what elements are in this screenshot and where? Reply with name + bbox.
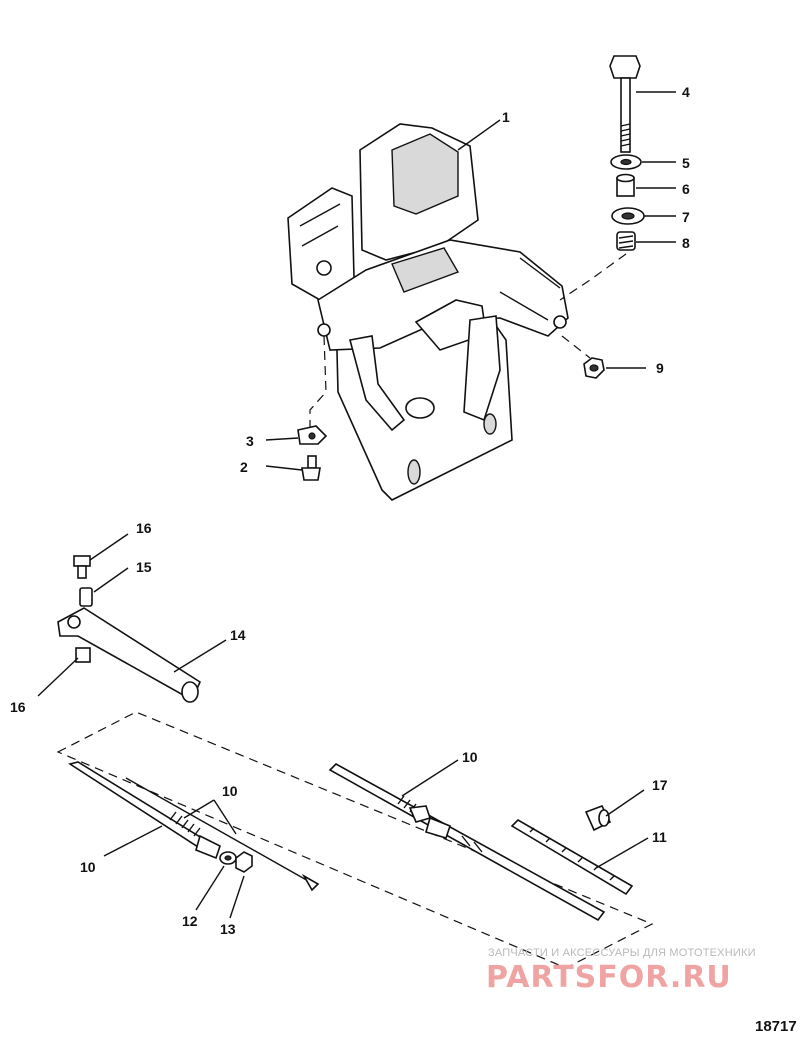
spacer-6 [616, 173, 635, 197]
leader-3-dash [309, 335, 327, 428]
nut-9 [583, 357, 605, 379]
callout-12: 12 [182, 913, 198, 929]
screw-16-top [73, 555, 91, 579]
callout-1: 1 [502, 109, 510, 125]
leader-8-dash [559, 253, 627, 301]
callout-5: 5 [682, 155, 690, 171]
washer-5 [610, 154, 642, 170]
callout-17: 17 [652, 777, 668, 793]
callout-16-bottom: 16 [10, 699, 26, 715]
callout-3: 3 [246, 433, 254, 449]
callout-11: 11 [652, 829, 667, 845]
bushing-15 [79, 587, 93, 607]
bolt [609, 55, 641, 153]
watermark-subtitle: ЗАПЧАСТИ И АКСЕССУАРЫ ДЛЯ МОТОТЕХНИКИ [488, 947, 756, 959]
leader-lines [37, 91, 676, 919]
kit-outline-dashed [56, 711, 654, 969]
callout-14: 14 [230, 627, 246, 643]
threaded-rod-11 [510, 818, 634, 896]
callout-labels: 1 2 3 4 5 6 7 8 9 10 10 10 11 12 13 14 1… [10, 84, 690, 937]
nut-13 [235, 851, 253, 873]
callout-16-top: 16 [136, 520, 152, 536]
clip-3 [297, 425, 328, 445]
callout-10-right: 10 [462, 749, 478, 765]
washer-12 [219, 851, 237, 865]
locknut-8 [616, 231, 636, 251]
screw-16-bottom [75, 647, 91, 663]
watermark-logo: PARTSFOR.RU [486, 960, 732, 995]
callout-13: 13 [220, 921, 236, 937]
callout-10-top: 10 [222, 783, 238, 799]
figure-number: 18717 [755, 1018, 797, 1035]
screw-2 [301, 455, 321, 481]
callout-7: 7 [682, 209, 690, 225]
callout-2: 2 [240, 459, 248, 475]
leader-9-dash [561, 335, 591, 359]
callout-8: 8 [682, 235, 690, 251]
callout-15: 15 [136, 559, 152, 575]
callout-4: 4 [682, 84, 690, 100]
transom-bracket [287, 123, 569, 501]
cable-guide-tube-14 [57, 607, 202, 703]
callout-6: 6 [682, 181, 690, 197]
washer-7 [611, 207, 645, 225]
bushing-17 [584, 804, 612, 832]
steering-cable-left [68, 761, 320, 892]
steering-cable-right [328, 763, 606, 922]
callout-10-left: 10 [80, 859, 96, 875]
callout-9: 9 [656, 360, 664, 376]
